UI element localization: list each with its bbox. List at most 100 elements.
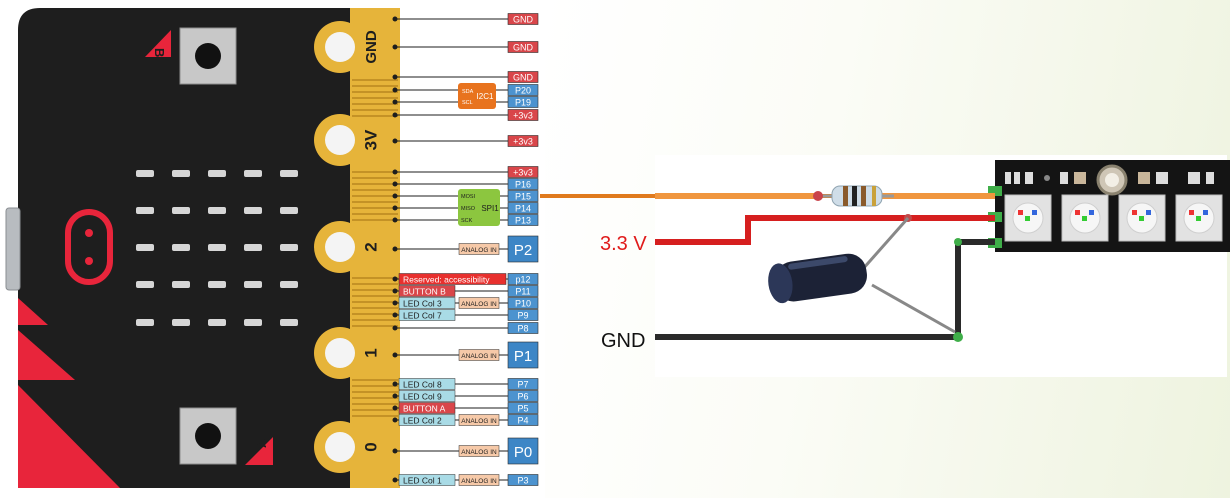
led — [136, 244, 154, 251]
pin-dot — [392, 352, 398, 358]
button-a[interactable] — [179, 407, 273, 465]
led — [244, 319, 262, 326]
led — [172, 281, 190, 288]
pin-dot — [392, 288, 398, 294]
pin-tag[interactable] — [507, 378, 539, 390]
pin-dot — [392, 300, 398, 306]
pin-function-label: LED Col 3 — [403, 299, 442, 309]
analog-in-label: ANALOG IN — [461, 418, 497, 425]
analog-in-tag — [458, 297, 500, 309]
pin-tag-label: P3 — [517, 476, 528, 486]
pin-tag[interactable] — [507, 190, 539, 202]
pin-tag[interactable] — [507, 341, 539, 369]
button-b-label: B — [152, 48, 167, 57]
led — [172, 319, 190, 326]
pin-tag-label: P5 — [517, 404, 528, 414]
pin-tag[interactable] — [507, 166, 539, 178]
pin-tag[interactable] — [507, 135, 539, 147]
led — [244, 281, 262, 288]
pin-tag[interactable] — [507, 322, 539, 334]
i2c-bus-label: I2C1 — [477, 92, 494, 101]
pin-function-label: LED Col 7 — [403, 311, 442, 321]
neopixel-red-die — [1018, 210, 1023, 215]
pin-tag[interactable] — [507, 214, 539, 226]
pin-tag-label: GND — [513, 15, 534, 25]
led — [208, 207, 226, 214]
pin-tag-label: P8 — [517, 324, 528, 334]
large-pin-label: GND — [363, 30, 380, 64]
pin-tag[interactable] — [507, 402, 539, 414]
neopixel-red-die — [1189, 210, 1194, 215]
led — [244, 170, 262, 177]
pin-tag[interactable] — [507, 414, 539, 426]
pin-dot — [392, 169, 398, 175]
pin-tag[interactable] — [507, 84, 539, 96]
pin-tag-label: p12 — [515, 275, 530, 285]
microbit-logo-icon — [65, 209, 113, 285]
large-pin-label: 1 — [361, 348, 380, 357]
large-pin-hole — [325, 32, 355, 62]
pin-dot — [392, 477, 398, 483]
pin-tag[interactable] — [507, 273, 539, 285]
pin-tag-label: P6 — [517, 392, 528, 402]
led — [208, 319, 226, 326]
pin-tag-label: +3v3 — [513, 111, 533, 121]
led — [280, 281, 298, 288]
pin-dot — [392, 381, 398, 387]
pin-tag[interactable] — [507, 178, 539, 190]
pin-tag-label: P9 — [517, 311, 528, 321]
pin-tag-label: P20 — [515, 86, 531, 96]
pin-dot — [392, 276, 398, 282]
pin-tag[interactable] — [507, 71, 539, 83]
pin-tag-label: P13 — [515, 216, 531, 226]
pin-tag[interactable] — [507, 390, 539, 402]
pin-tag[interactable] — [507, 437, 539, 465]
pin-dot — [392, 138, 398, 144]
neopixel-green-die — [1082, 216, 1087, 221]
pin-function-tag — [398, 285, 456, 297]
spi-mosi-label: MOSI — [461, 194, 476, 200]
led — [136, 170, 154, 177]
i2c-bus-box — [458, 83, 496, 109]
pin-tag[interactable] — [507, 297, 539, 309]
large-pin-label: 3V — [361, 129, 380, 150]
pin-function-tag — [398, 402, 456, 414]
pin-dot — [392, 417, 398, 423]
button-b[interactable] — [145, 27, 237, 85]
pin-tag[interactable] — [507, 235, 539, 263]
pin-tag[interactable] — [507, 109, 539, 121]
pin-function-tag — [398, 273, 507, 285]
analog-in-label: ANALOG IN — [461, 247, 497, 254]
led — [172, 170, 190, 177]
pin-tag-label: P7 — [517, 380, 528, 390]
analog-in-label: ANALOG IN — [461, 301, 497, 308]
pin-tag[interactable] — [507, 202, 539, 214]
resistor — [813, 185, 894, 207]
neopixel-green-die — [1196, 216, 1201, 221]
pin-dot — [392, 87, 398, 93]
analog-in-tag — [458, 414, 500, 426]
capacitor — [768, 217, 956, 334]
pin-tag[interactable] — [507, 13, 539, 25]
pin-tag[interactable] — [507, 309, 539, 321]
analog-in-tag — [458, 349, 500, 361]
pin-dot — [392, 112, 398, 118]
pin-function-tag — [398, 378, 456, 390]
pin-tag[interactable] — [507, 96, 539, 108]
led — [136, 207, 154, 214]
pin-dot — [392, 325, 398, 331]
pin-tag-label: P4 — [517, 416, 528, 426]
large-pin-hole — [325, 432, 355, 462]
pin-dot — [392, 217, 398, 223]
pin-tag-label: P15 — [515, 192, 531, 202]
pin-tag[interactable] — [507, 41, 539, 53]
pin-function-tag — [398, 414, 456, 426]
analog-in-label: ANALOG IN — [461, 478, 497, 485]
large-pin-label: 0 — [361, 442, 380, 451]
pin-tag[interactable] — [507, 474, 539, 486]
pin-tag[interactable] — [507, 285, 539, 297]
pin-function-tag — [398, 309, 456, 321]
neopixel-blue-die — [1203, 210, 1208, 215]
pin-tag-label: +3v3 — [513, 168, 533, 178]
